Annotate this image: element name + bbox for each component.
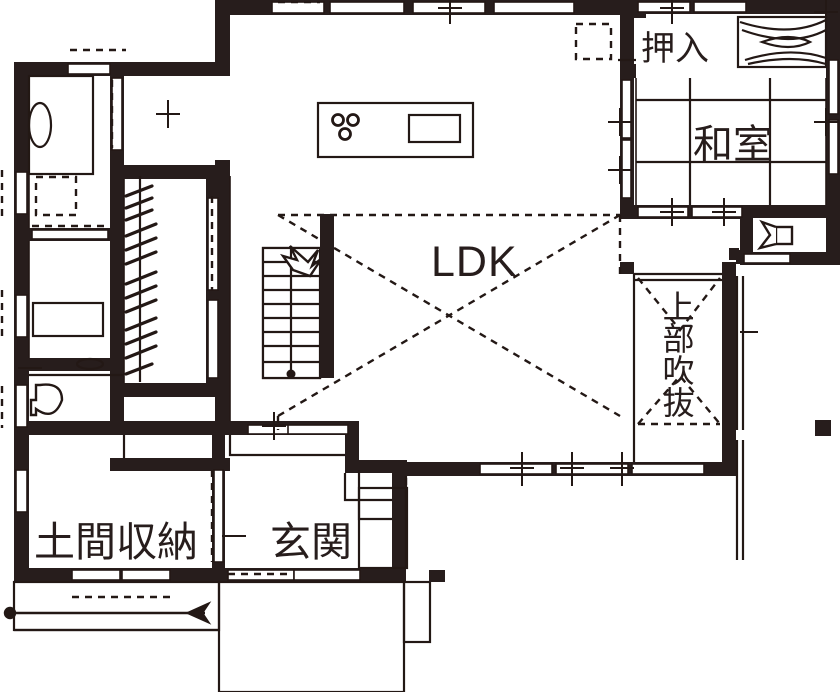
corner-marker	[815, 420, 831, 436]
tokonoma-grain	[739, 19, 827, 66]
vanity-counter	[31, 301, 105, 338]
dashed-lines	[0, 0, 721, 599]
misc-markers	[729, 248, 831, 436]
toilet-tank	[75, 357, 105, 371]
cooktop-3-burner	[331, 113, 360, 141]
sliding-door-markers	[18, 0, 838, 537]
kitchen-sink	[407, 113, 462, 144]
outdoor-faucet	[756, 219, 794, 251]
frame-details	[28, 76, 827, 692]
room-label-washitsu: 和室	[693, 122, 773, 168]
stair-start-dot	[286, 369, 296, 379]
dimension-arrow	[3, 601, 212, 625]
room-label-fukinuke: 上部吹抜	[657, 290, 696, 418]
closet-hanging-rod	[124, 184, 158, 376]
room-label-doma-storage: 土間収納	[34, 518, 198, 566]
tokonoma-alcove	[736, 15, 828, 69]
kitchen-island	[316, 101, 475, 159]
toilet-bowl	[29, 383, 64, 417]
room-label-ldk: LDK	[431, 238, 518, 286]
staircase	[261, 214, 334, 380]
room-label-genkan: 玄関	[270, 518, 352, 566]
room-label-oshiire: 押入	[641, 29, 709, 69]
stair-break-symbol	[280, 245, 323, 278]
